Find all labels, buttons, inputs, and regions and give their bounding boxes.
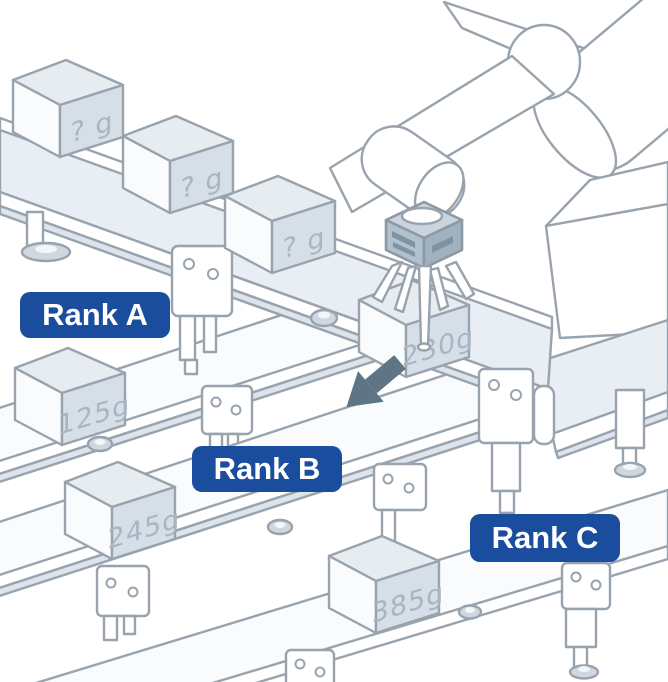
conveyor-end-cap — [532, 384, 556, 446]
rank-a-badge-label: Rank A — [42, 297, 148, 332]
conveyor-support-bracket-right — [477, 367, 535, 529]
rank-a-box: 125g — [13, 346, 130, 447]
rank-c-badge-label: Rank C — [492, 520, 599, 555]
conveyor-leg-left — [20, 210, 72, 263]
outfeed-table-leg — [613, 388, 647, 479]
robot-base — [544, 160, 668, 340]
unweighed-box-1: ? g — [11, 58, 125, 159]
rank-c-badge: Rank C — [470, 514, 620, 562]
gripper-claws — [371, 260, 476, 352]
rank-b-badge: Rank B — [192, 446, 342, 492]
unweighed-box-3: ? g — [223, 174, 337, 275]
robot-gripper — [371, 200, 476, 352]
rank-c-box: 385g — [327, 534, 444, 635]
gripper-center-rod — [417, 264, 433, 348]
rank-a-badge: Rank A — [20, 292, 170, 338]
outfeed-table — [536, 318, 668, 479]
rank-b-support-bracket-left — [95, 564, 151, 642]
gripper-mount-collar — [400, 206, 444, 226]
unweighed-box-2: ? g — [121, 114, 235, 215]
placement-arrow — [346, 355, 406, 407]
robot-arm — [328, 0, 668, 340]
conveyor-support-bracket-middle — [170, 244, 234, 376]
rank-c-support-bracket-right — [560, 561, 612, 680]
rank-c-support-bracket-left — [284, 648, 336, 682]
rank-a-support-bracket — [200, 384, 254, 458]
rank-b-badge-label: Rank B — [214, 451, 321, 486]
